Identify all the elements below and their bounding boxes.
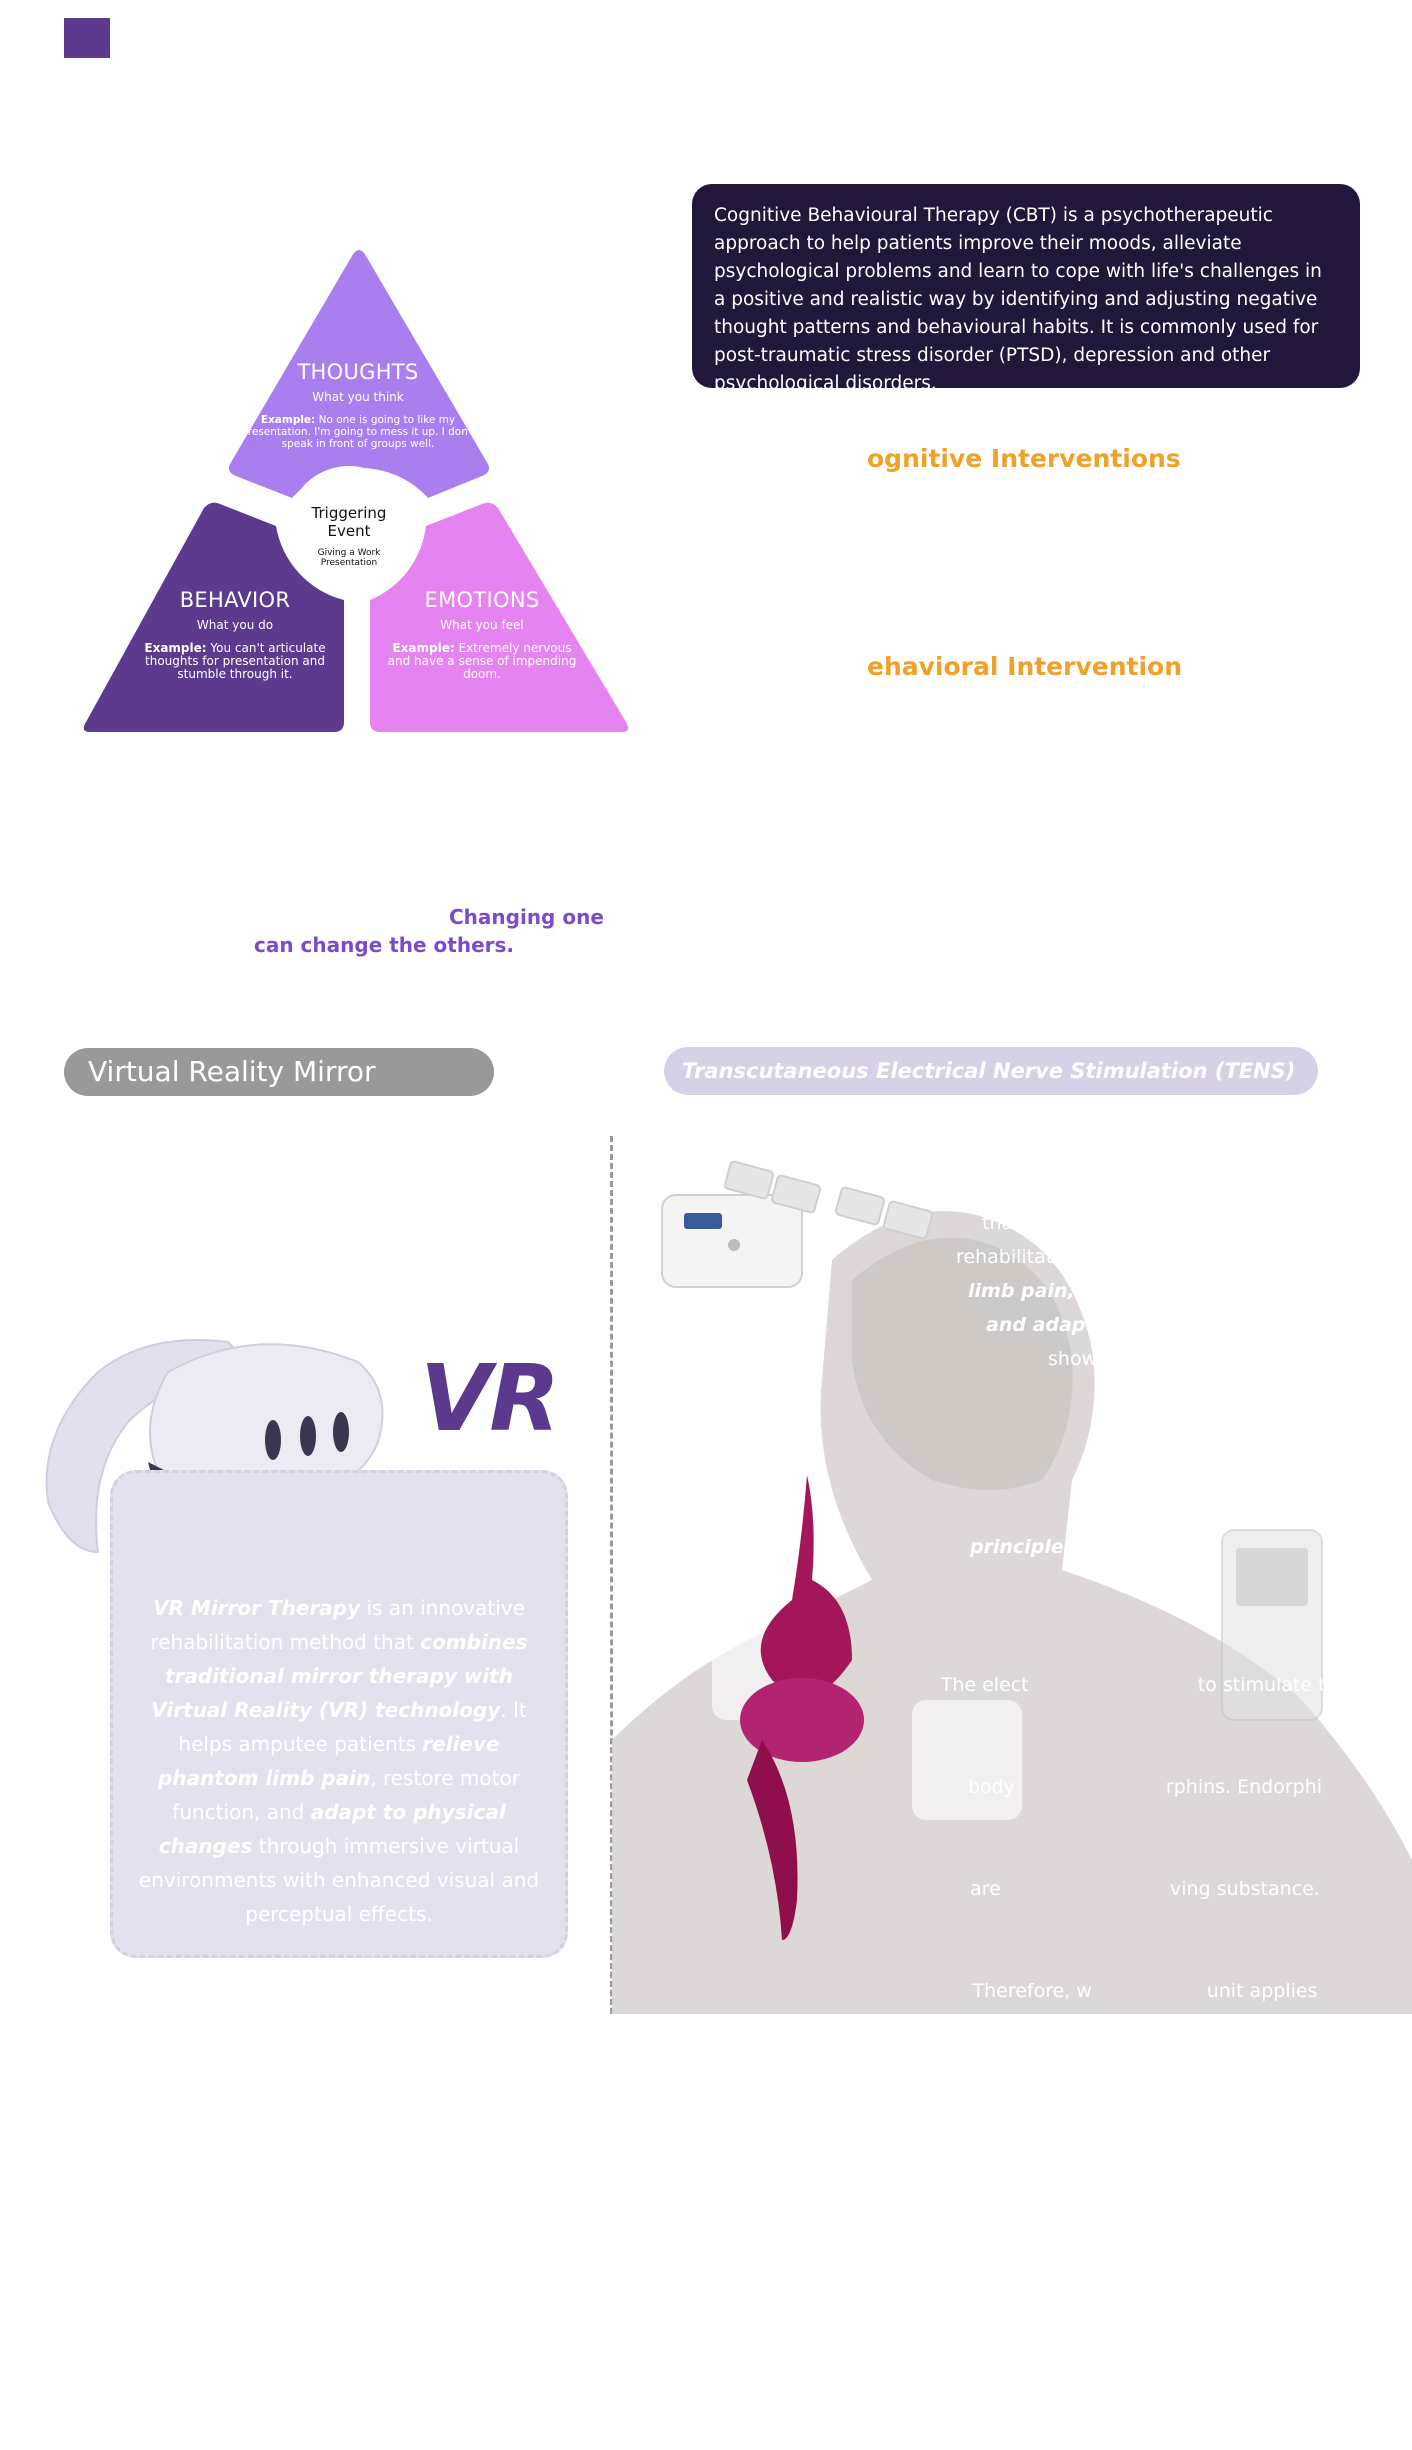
- vr-card-term: VR Mirror Therapy: [153, 1596, 361, 1620]
- behavior-block: BEHAVIOR What you do Example: You can't …: [130, 588, 340, 681]
- triggering-event-subtitle: Giving a Work Presentation: [317, 548, 381, 568]
- tens-lower-text: The elect to stimulate the body rphins. …: [930, 1600, 1360, 2450]
- vr-mirror-therapy-pill: Virtual Reality Mirror Therapy: [64, 1048, 494, 1136]
- section-divider: [610, 1136, 613, 2014]
- cbt-triangle-shapes: [83, 250, 629, 732]
- tens-pill: Transcutaneous Electrical Nerve Stimulat…: [664, 1047, 1318, 1095]
- thoughts-title: THOUGHTS: [297, 360, 419, 384]
- thoughts-example: Example: No one is going to like my pres…: [241, 414, 475, 450]
- corner-marker: [64, 18, 110, 58]
- handheld-tens-device-icon: [1221, 1529, 1323, 1721]
- emotions-title: EMOTIONS: [424, 588, 540, 612]
- emotions-segment: [370, 502, 629, 732]
- tens-lower-line: The elect to stimulate the: [940, 1674, 1350, 1696]
- tens-lower-line: endings, blocking the transmission of pa…: [943, 2286, 1347, 2308]
- tens-electrode-pads: [724, 1160, 933, 1240]
- tens-upper-line: that can: [982, 1212, 1061, 1234]
- tens-lower-line: messages and thus providing pain relief.: [952, 2388, 1338, 2410]
- tens-upper-line: shown sig: [1048, 1348, 1143, 1370]
- tens-device-icon: [661, 1194, 803, 1288]
- cbt-description: Cognitive Behavioural Therapy (CBT) is a…: [692, 184, 1360, 394]
- vr-big-label: VR: [420, 1345, 560, 1452]
- back-pad-right: [912, 1700, 1022, 1820]
- tens-lower-line: pulses, the endorphins th re stimulate: [954, 2082, 1336, 2104]
- synapse-neuron-icon: [740, 1475, 864, 1940]
- tens-lower-line: are ving substance.: [970, 1878, 1320, 1900]
- behavior-segment: [83, 502, 344, 732]
- tens-upper-line: rehabilitation,: [956, 1246, 1089, 1268]
- vr-description-card: VR Mirror Therapy is an innovative rehab…: [110, 1470, 568, 1958]
- thoughts-block: THOUGHTS What you think Example: No one …: [238, 360, 478, 450]
- tens-lower-line: bind tightly to the receptors in the ner…: [951, 2184, 1339, 2206]
- behavioral-intervention-heading: ehavioral Intervention: [867, 652, 1183, 681]
- tens-lower-line: body rphins. Endorphi: [967, 1776, 1323, 1798]
- emotions-block: EMOTIONS What you feel Example: Extremel…: [382, 588, 582, 681]
- person-back-shape: [612, 1211, 1412, 2014]
- change-note-line1: Changing one: [449, 905, 604, 929]
- emotions-example: Example: Extremely nervous and have a se…: [387, 641, 577, 681]
- triggering-event-title: Triggering Event: [311, 504, 387, 540]
- tens-upper-line: stimu: [958, 1178, 1019, 1200]
- emotions-subtitle: What you feel: [440, 618, 524, 632]
- cbt-triangle-diagram: THOUGHTS What you think Example: No one …: [0, 0, 660, 760]
- person-head-shade: [852, 1237, 1073, 1490]
- tens-upper-text: stimu that can rehabilitation, limb pain…: [930, 1172, 1210, 1376]
- thoughts-segment: [228, 250, 490, 498]
- tens-upper-line: limb pain, improving: [968, 1280, 1190, 1302]
- change-note-line2: can change the others.: [254, 933, 515, 957]
- behavior-subtitle: What you do: [196, 618, 274, 632]
- behavior-example: Example: You can't articulate thoughts f…: [144, 641, 326, 681]
- tens-illustration: [612, 1160, 1412, 2014]
- tens-lower-line: Therefore, w unit applies: [972, 1980, 1318, 2002]
- tens-upper-line: and adapting to pr: [986, 1314, 1187, 1336]
- tens-principle-label: principle: [970, 1536, 1064, 1558]
- thoughts-subtitle: What you think: [312, 390, 404, 404]
- cognitive-interventions-heading: ognitive Interventions: [867, 444, 1181, 473]
- triggering-event-circle: Triggering Event Giving a Work Presentat…: [287, 466, 411, 590]
- behavior-title: BEHAVIOR: [179, 588, 291, 612]
